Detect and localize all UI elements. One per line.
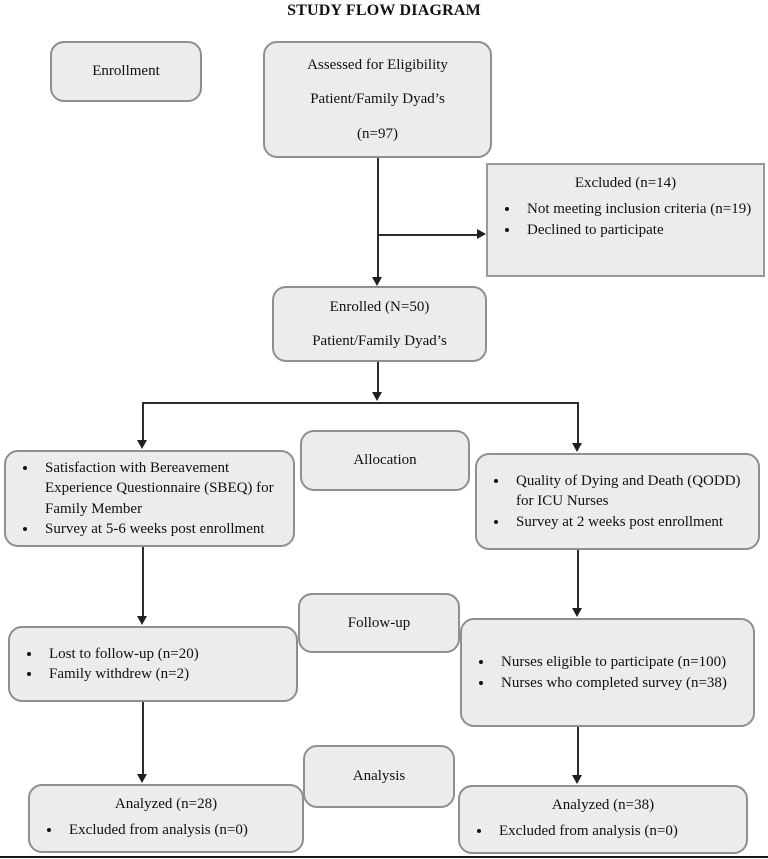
assessed-eligibility-box: Assessed for Eligibility Patient/Family … xyxy=(263,41,492,158)
allocation-stage-box: Allocation xyxy=(300,430,470,491)
bottom-border-line xyxy=(0,856,768,858)
analyzed-family-title: Analyzed (n=28) xyxy=(114,796,218,812)
analyzed-family-item: Excluded from analysis (n=0) xyxy=(62,820,294,840)
analyzed-nurses-item: Excluded from analysis (n=0) xyxy=(492,821,738,841)
diagram-title: STUDY FLOW DIAGRAM xyxy=(287,2,481,19)
allocation-stage-label: Allocation xyxy=(353,452,417,469)
enrolled-box: Enrolled (N=50) Patient/Family Dyad’s xyxy=(272,286,487,362)
qodd-item: Quality of Dying and Death (QODD) for IC… xyxy=(509,471,750,512)
followup-stage-label: Follow-up xyxy=(347,614,411,631)
analyzed-family-box: Analyzed (n=28) Excluded from analysis (… xyxy=(28,784,304,853)
sbeq-item: Survey at 5-6 weeks post enrollment xyxy=(38,519,285,539)
connector-sbeq-to-lost-line xyxy=(142,547,144,617)
connector-nurses-to-analyzed-line xyxy=(577,727,579,776)
arrowhead-into-qodd xyxy=(572,443,582,452)
arrowhead-into-analyzed-nurses xyxy=(572,775,582,784)
analyzed-nurses-box: Analyzed (n=38) Excluded from analysis (… xyxy=(458,785,748,854)
connector-split-to-sbeq-line xyxy=(142,402,144,441)
enrollment-stage-box: Enrollment xyxy=(50,41,202,102)
split-bar-line xyxy=(142,402,578,404)
analysis-stage-box: Analysis xyxy=(303,745,455,808)
arrowhead-into-enrolled xyxy=(372,277,382,286)
followup-stage-box: Follow-up xyxy=(298,593,460,653)
enrollment-stage-label: Enrollment xyxy=(92,63,160,80)
arrowhead-into-nurses xyxy=(572,608,582,617)
arrowhead-into-sbeq xyxy=(137,440,147,449)
arrowhead-into-analyzed-family xyxy=(137,774,147,783)
connector-assessed-to-enrolled-line xyxy=(377,158,379,278)
nurses-item: Nurses who completed survey (n=38) xyxy=(494,673,745,693)
assessed-line-3: (n=97) xyxy=(357,125,398,142)
lost-item: Family withdrew (n=2) xyxy=(42,664,288,684)
connector-qodd-to-nurses-line xyxy=(577,550,579,609)
sbeq-item: Satisfaction with Bereavement Experience… xyxy=(38,458,285,519)
connector-lost-to-analyzed-line xyxy=(142,702,144,775)
assessed-line-2: Patient/Family Dyad’s xyxy=(310,91,445,108)
excluded-box: Excluded (n=14) Not meeting inclusion cr… xyxy=(486,163,765,277)
connector-split-to-qodd-line xyxy=(577,402,579,444)
nurses-item: Nurses eligible to participate (n=100) xyxy=(494,652,745,672)
arrowhead-into-lost xyxy=(137,616,147,625)
arrowhead-into-excluded xyxy=(477,229,486,239)
arrowhead-onto-split-bar xyxy=(372,392,382,401)
qodd-nurses-arm-box: Quality of Dying and Death (QODD) for IC… xyxy=(475,453,760,550)
connector-enrolled-to-split-line xyxy=(377,362,379,393)
assessed-line-1: Assessed for Eligibility xyxy=(307,57,448,74)
enrolled-line-2: Patient/Family Dyad’s xyxy=(312,333,447,349)
excluded-title: Excluded (n=14) xyxy=(574,175,677,191)
enrolled-line-1: Enrolled (N=50) xyxy=(329,298,430,315)
excluded-item: Declined to participate xyxy=(520,220,755,240)
lost-item: Lost to follow-up (n=20) xyxy=(42,644,288,664)
excluded-item: Not meeting inclusion criteria (n=19) xyxy=(520,199,755,219)
sbeq-family-arm-box: Satisfaction with Bereavement Experience… xyxy=(4,450,295,547)
connector-to-excluded-line xyxy=(378,234,478,236)
analysis-stage-label: Analysis xyxy=(352,768,406,785)
lost-to-followup-box: Lost to follow-up (n=20) Family withdrew… xyxy=(8,626,298,702)
qodd-item: Survey at 2 weeks post enrollment xyxy=(509,512,750,532)
nurses-followup-box: Nurses eligible to participate (n=100) N… xyxy=(460,618,755,727)
analyzed-nurses-title: Analyzed (n=38) xyxy=(551,797,655,813)
